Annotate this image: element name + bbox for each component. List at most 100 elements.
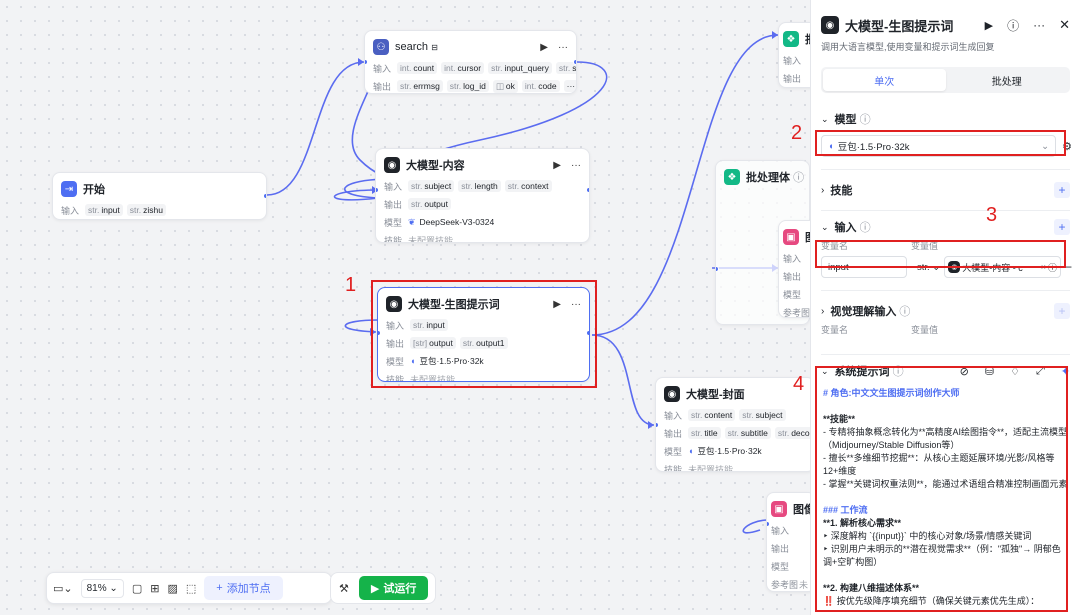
- tab-batch[interactable]: 批处理: [991, 76, 1022, 88]
- more-icon[interactable]: ···: [571, 298, 581, 310]
- expand-icon[interactable]: ⤢: [1035, 364, 1045, 377]
- add-input-button[interactable]: +: [1054, 219, 1070, 235]
- annotation-3: 3: [986, 204, 998, 226]
- play-icon[interactable]: ▶: [540, 41, 548, 53]
- llm-icon: ◉: [384, 157, 400, 173]
- sparkle-icon[interactable]: ✦: [1060, 365, 1070, 378]
- pointer-icon[interactable]: ⬚: [185, 582, 197, 595]
- output-handle[interactable]: [586, 330, 589, 336]
- add-node-button[interactable]: +添加节点: [204, 576, 283, 600]
- param-tag: str.subtitle: [724, 427, 771, 439]
- run-bar: ⚒ ▶试运行: [330, 572, 436, 604]
- llm-content-node[interactable]: ◉ 大模型-内容 ▶··· 输入 str.subject str.length …: [375, 148, 590, 243]
- vision-section-head[interactable]: › 视觉理解输入 ⓘ +: [811, 301, 1080, 321]
- play-icon[interactable]: ▶: [553, 298, 561, 310]
- llm-image-prompt-node[interactable]: ◉ 大模型-生图提示词 ▶··· 输入 str.input 输出 [str]ou…: [377, 287, 590, 382]
- param-tag: str.zishu: [126, 204, 166, 216]
- library-icon[interactable]: ⛁: [984, 365, 995, 378]
- batch-icon: ❖: [783, 31, 799, 47]
- output-label: 输出: [384, 199, 403, 210]
- plugin-icon: ⚇: [373, 39, 389, 55]
- param-tag: str.output1: [459, 337, 508, 349]
- annotation-1: 1: [345, 274, 357, 296]
- add-skill-button[interactable]: +: [1054, 182, 1070, 198]
- input-handle[interactable]: [656, 422, 659, 428]
- more-icon[interactable]: ···: [571, 159, 581, 171]
- start-node[interactable]: ⇥ 开始 输入 str.input str.zishu: [52, 172, 267, 220]
- test-run-button[interactable]: ▶试运行: [358, 576, 429, 600]
- prompt-line: ‼️ 按优先级降序填充细节（确保关键元素优先生成）：: [823, 596, 1040, 606]
- compass-icon[interactable]: ⊘: [959, 365, 969, 378]
- param-tag: str.input: [85, 204, 123, 216]
- search-node[interactable]: ⚇ search ⊟ ▶··· 输入 int.count int.cursor …: [364, 30, 577, 94]
- model-section-head[interactable]: ⌄ 模型 ⓘ: [811, 109, 1080, 129]
- gear-icon[interactable]: ⚙: [1062, 140, 1072, 153]
- remove-row-icon[interactable]: −: [1064, 260, 1072, 274]
- input-handle[interactable]: [365, 59, 368, 65]
- node-title: 大模型-封面: [686, 389, 745, 401]
- param-tag: int.cursor: [441, 62, 485, 74]
- doubao-icon: ◖: [688, 446, 694, 456]
- output-handle[interactable]: [263, 193, 266, 199]
- system-prompt-editor[interactable]: # 角色:中文文生图提示词创作大师 **技能**- 专精将抽象概念转化为**高精…: [823, 387, 1068, 615]
- wrench-icon[interactable]: ⚒: [339, 582, 349, 595]
- param-tag: [str]output: [410, 337, 456, 349]
- model-label: 模型: [783, 289, 802, 300]
- more-icon[interactable]: ···: [558, 41, 568, 53]
- ref-label: 参考图: [771, 579, 799, 590]
- input-handle[interactable]: [767, 521, 770, 527]
- run-label: 试运行: [383, 583, 417, 595]
- output-handle[interactable]: [573, 59, 576, 65]
- more-icon[interactable]: ···: [1033, 18, 1046, 32]
- system-prompt-head[interactable]: ⌄ 系统提示词 ⓘ ⊘ ⛁ ♢ ⤢ ✦: [811, 361, 1080, 381]
- tab-single[interactable]: 单次: [823, 69, 946, 91]
- image-icon[interactable]: ▨: [167, 582, 178, 595]
- play-icon[interactable]: ▶: [984, 19, 994, 32]
- prompt-line: ‣ 识别用户未明示的**潜在视觉需求**（例："孤独"→ 阴郁色调+空旷构图）: [823, 544, 1061, 567]
- more-params[interactable]: ···: [563, 80, 576, 92]
- chevron-down-icon: ⌄: [1041, 140, 1050, 152]
- param-tag: str.subject: [739, 409, 786, 421]
- help-icon[interactable]: ⓘ: [1007, 18, 1020, 33]
- llm-cover-node[interactable]: ◉ 大模型-封面 输入 str.content str.subject 输出 s…: [655, 377, 815, 472]
- highlight-box-prompt: [815, 366, 1068, 612]
- zoom-select[interactable]: 81% ⌄: [80, 578, 124, 598]
- param-tag: str.errmsg: [397, 80, 443, 92]
- chevron-down-icon: ⌄: [821, 365, 829, 376]
- comment-icon[interactable]: ▢: [131, 582, 143, 595]
- param-tag: str.input: [410, 319, 448, 331]
- bulb-icon[interactable]: ♢: [1010, 365, 1020, 378]
- node-title: 开始: [83, 184, 105, 196]
- highlight-box-node: [371, 280, 597, 388]
- add-vision-button[interactable]: +: [1054, 303, 1070, 319]
- param-tag: str.length: [458, 180, 501, 192]
- layout-icon[interactable]: ⊞: [150, 582, 160, 595]
- output-label: 输出: [783, 271, 802, 282]
- image-bottom-node[interactable]: ▣ 图像 输入 输出 模型 参考图未: [766, 492, 816, 592]
- input-handle[interactable]: [376, 187, 379, 193]
- chevron-down-icon: ⌄: [821, 113, 829, 124]
- image-icon: ▣: [783, 229, 799, 245]
- play-icon: ▶: [370, 582, 380, 595]
- model-select[interactable]: ◖ 豆包·1.5·Pro·32k ⌄: [821, 135, 1057, 157]
- node-config-panel: ◉ 大模型-生图提示词 ▶ ⓘ ··· ✕ 调用大语言模型,使用变量和提示词生成…: [810, 0, 1080, 615]
- mode-tabs: 单次 批处理: [821, 67, 1070, 93]
- input-label: 输入: [664, 410, 683, 421]
- col-value-label: 变量值: [911, 325, 939, 335]
- play-icon[interactable]: ▶: [553, 159, 561, 171]
- input-section-head[interactable]: ⌄ 输入 ⓘ +: [811, 217, 1080, 237]
- prompt-line: **1. 解析核心需求**: [823, 518, 902, 528]
- close-icon[interactable]: ✕: [1059, 17, 1070, 32]
- skill-section-head[interactable]: › 技能 +: [811, 180, 1080, 200]
- plus-icon: +: [216, 582, 223, 594]
- output-handle[interactable]: [586, 187, 589, 193]
- skill-label: 技能: [664, 464, 683, 472]
- skill-value: 未配置技能: [410, 374, 456, 382]
- input-handle[interactable]: [378, 330, 381, 336]
- node-title: search ⊟: [395, 41, 438, 53]
- input-handle[interactable]: [716, 266, 719, 272]
- minimap-icon[interactable]: ▭⌄: [53, 582, 73, 595]
- input-label: 输入: [384, 181, 403, 192]
- param-tag: str.title: [688, 427, 721, 439]
- doubao-icon: ◖: [410, 356, 416, 366]
